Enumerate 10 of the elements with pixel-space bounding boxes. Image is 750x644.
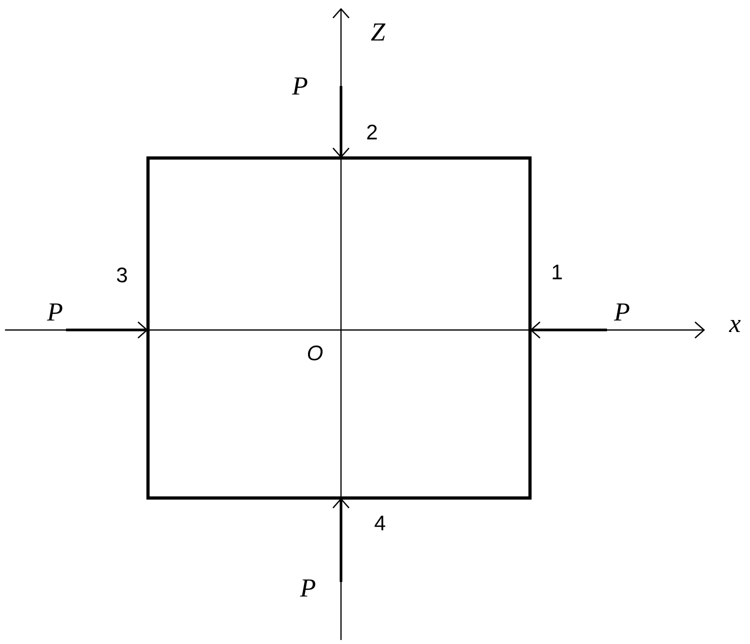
point-number: 1 [552, 264, 562, 280]
axis-label: Z [371, 23, 386, 40]
force-label: P [300, 579, 316, 596]
square-box [146, 156, 532, 500]
point-number: 3 [116, 268, 127, 282]
force-label: P [614, 303, 630, 320]
force-label: P [292, 77, 308, 94]
origin-label: O [308, 346, 323, 360]
axis-label: x [728, 320, 741, 332]
force-label: P [46, 303, 62, 320]
